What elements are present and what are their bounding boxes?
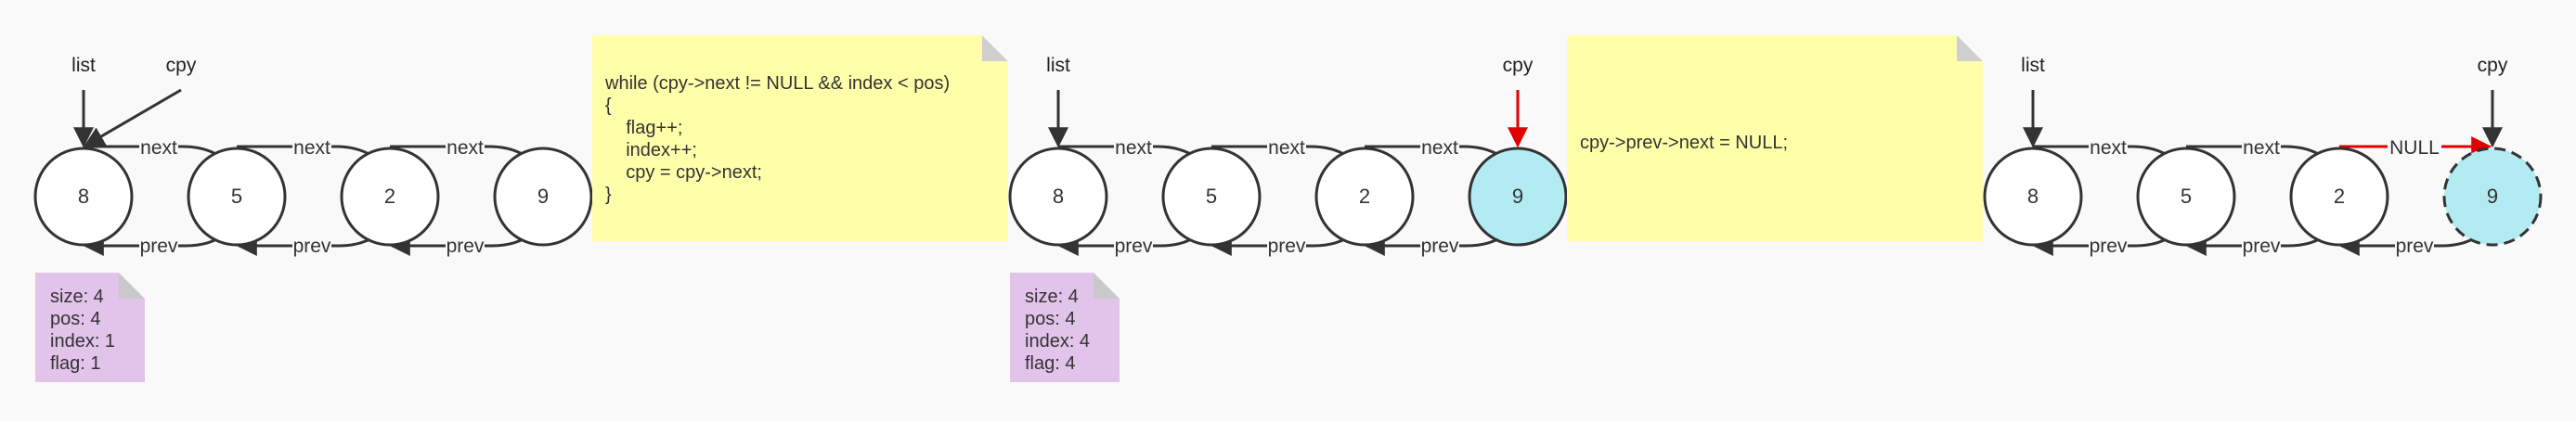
prev-edge-label-bg	[446, 237, 485, 255]
prev-edge-label-3: prev	[2396, 236, 2434, 257]
prev-edge-label-bg	[1114, 237, 1153, 255]
memo-pos: pos: 4	[50, 309, 101, 329]
next-edge-label-3: next	[1421, 137, 1458, 159]
list-node	[187, 147, 287, 247]
prev-edge-label-bg	[2089, 237, 2128, 255]
node-value: 8	[78, 185, 89, 208]
next-edge-label-bg	[139, 137, 178, 156]
loop-code-note: while (cpy->next != NULL && index < pos)…	[592, 35, 1008, 241]
highlighted-list-node	[1468, 147, 1568, 247]
list-pointer-label: list	[1046, 55, 1070, 76]
cpy-pointer-arrow	[84, 88, 182, 147]
node-value: 2	[2334, 185, 2345, 208]
panel-2: list cpy next next next prev prev prev 8	[1008, 55, 1568, 257]
detached-list-node	[2442, 147, 2543, 247]
prev-edge-label-2: prev	[2243, 236, 2281, 257]
panel-3: list cpy next next NULL prev prev prev 8	[1983, 55, 2543, 257]
memo-index: index: 4	[1025, 331, 1091, 352]
node-value: 9	[2487, 185, 2498, 208]
cpy-pointer-label: cpy	[166, 55, 197, 76]
next-edge-label-bg	[1114, 137, 1153, 156]
node-value: 2	[384, 185, 395, 208]
prev-edge-label-bg	[1267, 237, 1306, 255]
next-edge-label-bg	[292, 137, 331, 156]
list-pointer-label: list	[71, 55, 96, 76]
memo-size: size: 4	[1025, 287, 1079, 307]
memo-flag: flag: 4	[1025, 353, 1076, 374]
list-node	[1314, 147, 1415, 247]
list-pointer-label: list	[2021, 55, 2045, 76]
memo-index: index: 1	[50, 331, 116, 352]
list-node	[2289, 147, 2389, 247]
prev-edge-label-bg	[139, 237, 178, 255]
next-edge-label-1: next	[1115, 137, 1152, 159]
next-edge-label-2: next	[293, 137, 330, 159]
node-value: 8	[1053, 185, 1064, 208]
state-memo-2: size: 4 pos: 4 index: 4 flag: 4	[1010, 273, 1120, 382]
node-value: 9	[537, 185, 549, 208]
list-node	[2136, 147, 2236, 247]
list-node	[1008, 147, 1108, 247]
next-edge-label-bg	[1420, 137, 1459, 156]
prev-edge-label-2: prev	[1268, 236, 1306, 257]
memo-pos: pos: 4	[1025, 309, 1076, 329]
loop-code-text: while (cpy->next != NULL && index < pos)…	[605, 73, 951, 205]
list-node	[33, 147, 134, 247]
next-edge-label-bg	[446, 137, 485, 156]
list-node	[493, 147, 593, 247]
node-value: 9	[1512, 185, 1523, 208]
unlink-code-text: cpy->prev->next = NULL;	[1580, 133, 1788, 153]
list-node	[1983, 147, 2083, 247]
node-value: 5	[231, 185, 242, 208]
node-value: 5	[1206, 185, 1217, 208]
prev-edge-label-3: prev	[1421, 236, 1459, 257]
next-edge-label-bg	[1267, 137, 1306, 156]
list-node	[340, 147, 440, 247]
node-value: 2	[1359, 185, 1370, 208]
next-edge-label-bg	[2242, 137, 2281, 156]
list-node	[1161, 147, 1262, 247]
prev-edge-label-bg	[1420, 237, 1459, 255]
next-edge-label-3: next	[447, 137, 484, 159]
null-edge-label-bg	[2388, 137, 2441, 156]
prev-edge-label-bg	[2395, 237, 2434, 255]
prev-edge-label-2: prev	[293, 236, 331, 257]
node-value: 5	[2181, 185, 2192, 208]
prev-edge-label-1: prev	[1115, 236, 1153, 257]
prev-edge-label-1: prev	[140, 236, 178, 257]
prev-edge-label-bg	[292, 237, 331, 255]
next-edge-label-2: next	[1268, 137, 1305, 159]
memo-size: size: 4	[50, 287, 104, 307]
next-edge-label-bg	[2089, 137, 2128, 156]
cpy-pointer-label: cpy	[2478, 55, 2508, 76]
state-memo-1: size: 4 pos: 4 index: 1 flag: 1	[35, 273, 145, 382]
null-edge-label: NULL	[2389, 137, 2440, 159]
node-value: 8	[2027, 185, 2039, 208]
next-edge-label-1: next	[2090, 137, 2127, 159]
next-edge-label-2: next	[2243, 137, 2280, 159]
panel-1: list cpy next next next prev prev prev	[33, 55, 593, 257]
cpy-pointer-label: cpy	[1503, 55, 1534, 76]
prev-edge-label-1: prev	[2090, 236, 2128, 257]
memo-flag: flag: 1	[50, 353, 101, 374]
unlink-code-note: cpy->prev->next = NULL;	[1567, 35, 1983, 241]
prev-edge-label-3: prev	[447, 236, 485, 257]
prev-edge-label-bg	[2242, 237, 2281, 255]
next-edge-label-1: next	[140, 137, 177, 159]
